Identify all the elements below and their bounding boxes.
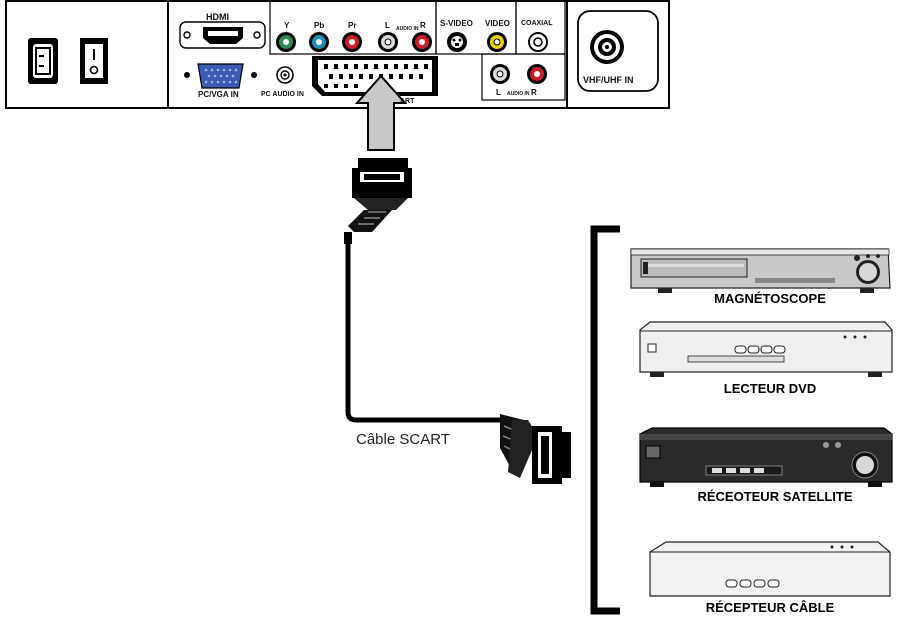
r-bottom-label: R xyxy=(531,88,537,97)
audio-in-l-jack-icon xyxy=(490,64,510,84)
satellite-label: RÉCEOTEUR SATELLITE xyxy=(697,489,853,504)
pc-audio-in-jack-icon xyxy=(276,66,294,84)
power-switch-icon xyxy=(80,38,108,84)
pc-vga-in-label: PC/VGA IN xyxy=(198,90,239,99)
hdmi-label: HDMI xyxy=(206,12,229,22)
pc-audio-in-label: PC AUDIO IN xyxy=(261,91,304,98)
audio-in-r-jack-icon xyxy=(527,64,547,84)
vhf-uhf-in-label: VHF/UHF IN xyxy=(583,75,634,85)
scart-socket-icon xyxy=(312,56,438,96)
coaxial-label: COAXIAL xyxy=(521,20,553,27)
s-video-label: S-VIDEO xyxy=(440,19,473,28)
vga-port-icon xyxy=(184,63,257,89)
antenna-input-icon xyxy=(577,10,659,92)
device-bracket xyxy=(590,225,620,615)
pr-label: Pr xyxy=(348,21,357,30)
vcr-label: MAGNÉTOSCOPE xyxy=(714,291,826,306)
scart-plug-bottom-icon xyxy=(500,414,571,484)
hdmi-port-icon xyxy=(179,21,266,49)
coaxial-jack-icon xyxy=(528,32,548,52)
audio-in-bottom-label: AUDIO IN xyxy=(507,91,530,97)
audio-in-top-label: AUDIO IN xyxy=(396,26,419,32)
l-top-label: L xyxy=(385,21,390,30)
video-label: VIDEO xyxy=(485,19,510,28)
y-label: Y xyxy=(284,21,290,30)
scart-label: ART xyxy=(400,98,415,105)
satellite-receiver-icon xyxy=(639,427,893,487)
video-jack-icon xyxy=(487,32,507,52)
dvd-label: LECTEUR DVD xyxy=(723,381,817,396)
audio-l-jack-icon xyxy=(378,32,398,52)
dvd-player-icon xyxy=(639,321,893,377)
cable-receiver-label: RÉCEPTEUR CÂBLE xyxy=(705,600,835,615)
l-bottom-label: L xyxy=(496,88,501,97)
y-jack-icon xyxy=(276,32,296,52)
s-video-jack-icon xyxy=(447,32,467,52)
pb-jack-icon xyxy=(309,32,329,52)
cable-label: Câble SCART xyxy=(356,431,450,448)
audio-r-jack-icon xyxy=(412,32,432,52)
pb-label: Pb xyxy=(314,21,325,30)
cable-receiver-icon xyxy=(649,541,891,597)
insert-arrow-icon xyxy=(354,74,408,151)
scart-plug-top-icon xyxy=(348,158,412,232)
r-top-label: R xyxy=(420,21,426,30)
power-inlet-icon xyxy=(28,38,58,84)
vcr-device-icon xyxy=(630,248,891,293)
pr-jack-icon xyxy=(342,32,362,52)
scart-cable xyxy=(344,232,506,423)
